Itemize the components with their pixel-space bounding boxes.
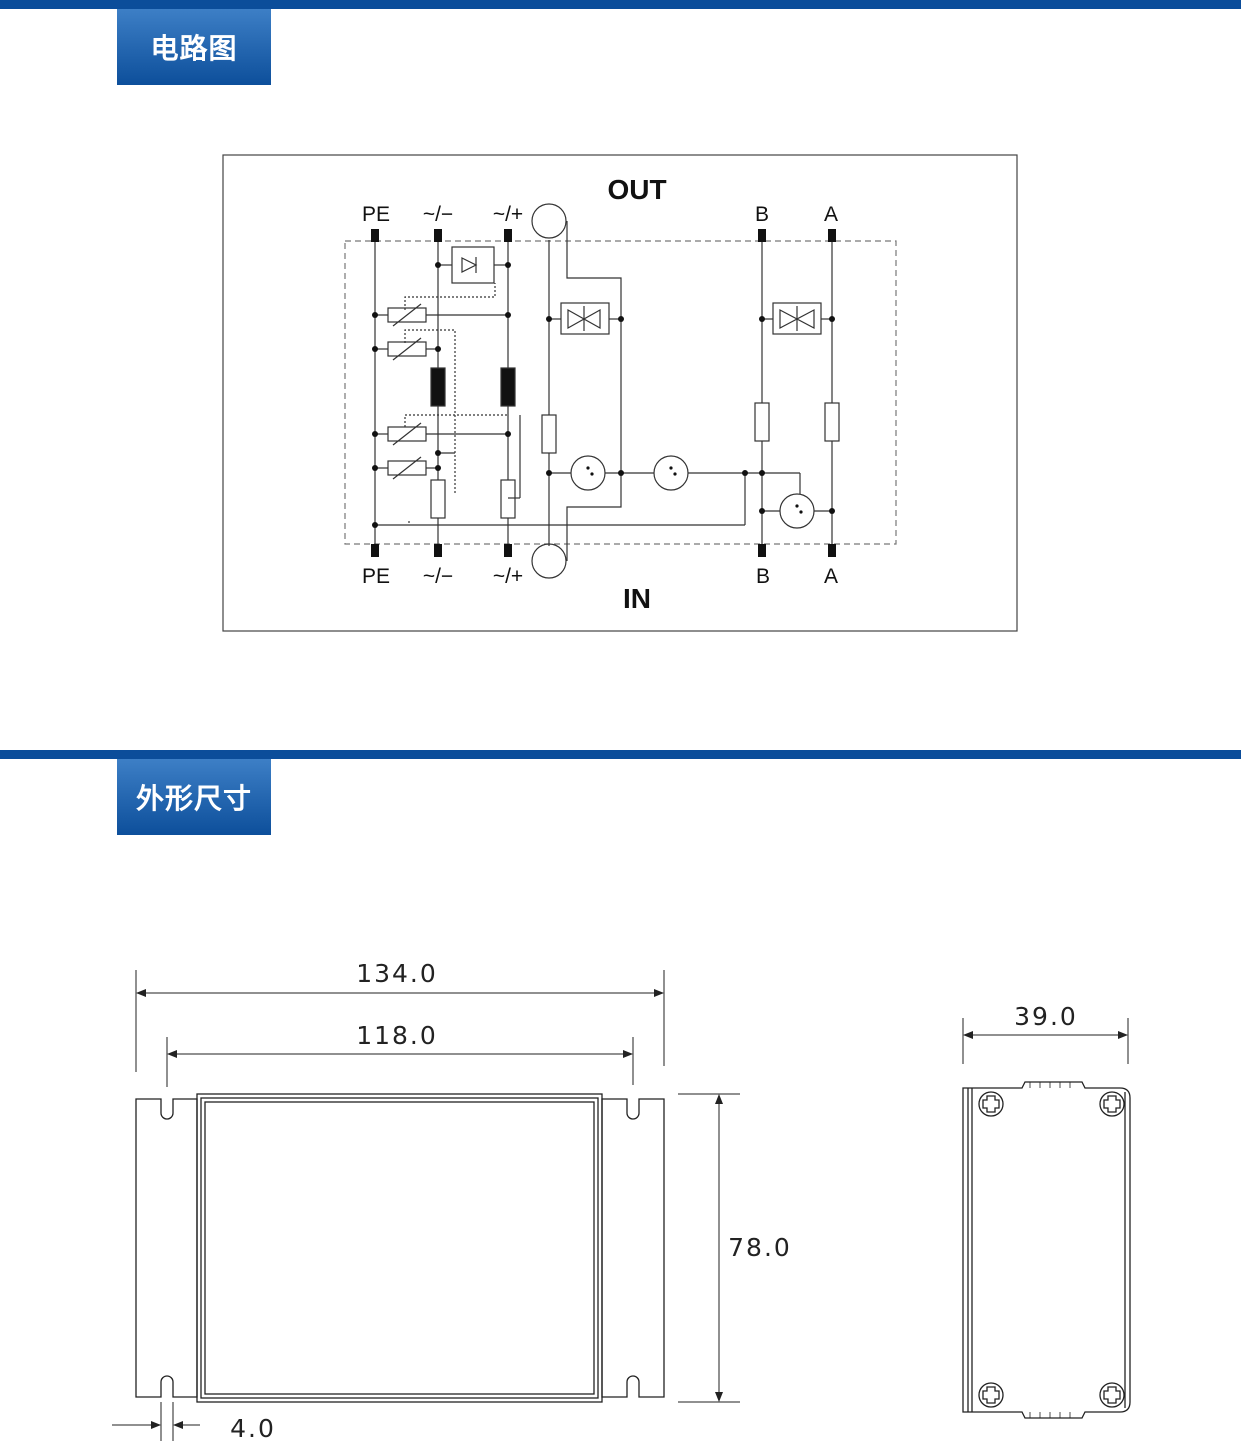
gas-tube-2 (653, 455, 689, 491)
section-tab-circuit: 电路图 (117, 9, 271, 85)
dim-slot-width: 4.0 (230, 1414, 276, 1441)
dim-depth: 39.0 (1014, 1002, 1078, 1031)
circuit-frame (222, 154, 1018, 632)
header-band-top (0, 0, 1241, 9)
terminal-top-b: B (755, 203, 769, 226)
housing-outline (196, 1093, 603, 1403)
section-tab-dimensions: 外形尺寸 (117, 759, 271, 835)
terminal-top-pe: PE (362, 203, 390, 226)
resistor-neg (430, 479, 446, 519)
resistor-shield (541, 414, 557, 454)
terminal-top-a: A (824, 203, 838, 226)
resistor-b (754, 402, 770, 442)
side-view (962, 1081, 1131, 1419)
front-view (135, 1093, 665, 1403)
terminal-blocks (371, 229, 836, 557)
label-out: OUT (607, 174, 666, 205)
screw-icon (978, 1382, 1004, 1408)
dimension-lines-front (112, 970, 740, 1441)
terminal-bottom-pos: ~/+ (493, 565, 523, 588)
dim-height: 78.0 (728, 1233, 792, 1262)
screw-icon (1099, 1091, 1125, 1117)
shield-terminal-in (531, 543, 567, 579)
label-in: IN (623, 583, 651, 614)
terminal-bottom-a: A (824, 565, 838, 588)
inductor-pos (500, 367, 516, 407)
terminal-bottom-b: B (756, 565, 770, 588)
module-boundary (344, 240, 897, 545)
tvs-diode-top (451, 246, 495, 284)
junction-dots (372, 262, 835, 528)
screw-icon (978, 1091, 1004, 1117)
dim-overall-width: 134.0 (356, 959, 438, 988)
terminal-bottom-pe: PE (362, 565, 390, 588)
resistor-pos (500, 479, 516, 519)
terminal-bottom-neg: ~/− (423, 565, 453, 588)
dim-mounting-pitch: 118.0 (356, 1021, 438, 1050)
side-housing-outline (962, 1081, 1131, 1419)
dimension-lines-side (962, 1018, 1129, 1064)
circuit-diagram (222, 154, 1018, 632)
terminal-top-pos: ~/+ (493, 203, 523, 226)
header-band-middle (0, 750, 1241, 759)
inductor-neg (430, 367, 446, 407)
terminal-top-neg: ~/− (423, 203, 453, 226)
gas-tube-1 (570, 455, 606, 491)
shield-terminal-out (531, 203, 567, 239)
resistor-a (824, 402, 840, 442)
varistor-group (375, 303, 508, 480)
gas-tube-3 (779, 493, 815, 529)
screw-icons (978, 1091, 1125, 1408)
screw-icon (1099, 1382, 1125, 1408)
